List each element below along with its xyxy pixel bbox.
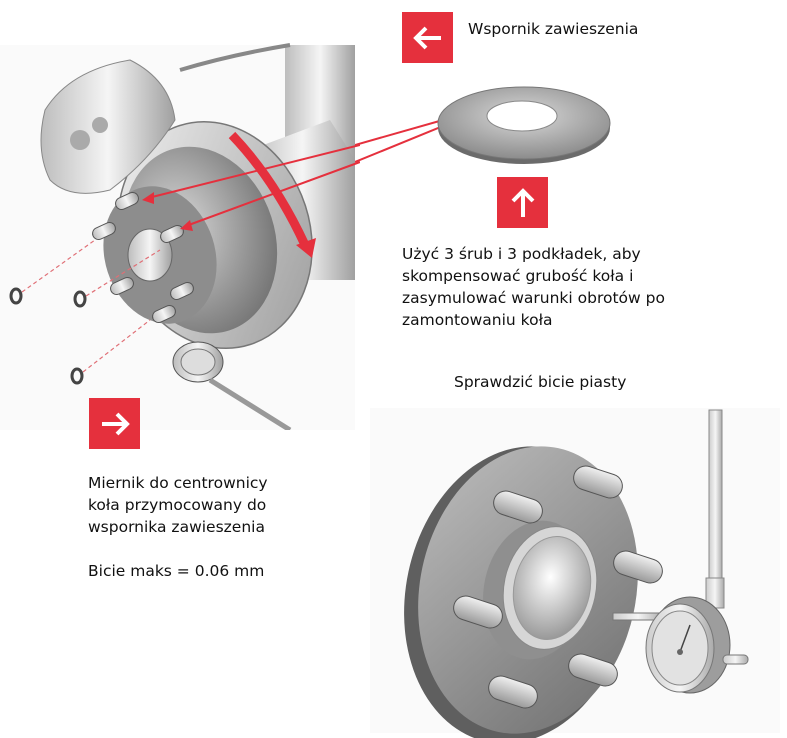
- gauge-description-line: koła przymocowany do: [88, 496, 267, 514]
- pointer-lines: [355, 119, 444, 163]
- gauge-description-line: Miernik do centrownicy: [88, 474, 268, 492]
- instruction-line: zasymulować warunki obrotów po: [402, 289, 665, 307]
- instruction-line: zamontowaniu koła: [402, 311, 553, 329]
- washer-illustration: [437, 86, 611, 164]
- check-hub-runout-label: Sprawdzić bicie piasty: [454, 373, 627, 391]
- hub-runout-illustration: [370, 408, 780, 738]
- gauge-description-line: wspornika zawieszenia: [88, 518, 265, 536]
- gauge-description: Miernik do centrownicy koła przymocowany…: [88, 472, 268, 538]
- arrow-right-icon: [101, 412, 130, 435]
- arrow-right-box: [89, 398, 140, 449]
- suspension-bracket-label: Wspornik zawieszenia: [468, 20, 639, 38]
- max-runout-label: Bicie maks = 0.06 mm: [88, 562, 265, 580]
- arrow-left-box: [402, 12, 453, 63]
- arrow-left-icon: [412, 26, 441, 49]
- brake-disc-assembly-illustration: [0, 43, 360, 430]
- arrow-up-icon: [511, 187, 534, 217]
- arrow-up-box: [497, 177, 548, 228]
- instructions-text: Użyć 3 śrub i 3 podkładek, aby skompenso…: [402, 243, 665, 331]
- instruction-line: Użyć 3 śrub i 3 podkładek, aby: [402, 245, 641, 263]
- instruction-line: skompensować grubość koła i: [402, 267, 634, 285]
